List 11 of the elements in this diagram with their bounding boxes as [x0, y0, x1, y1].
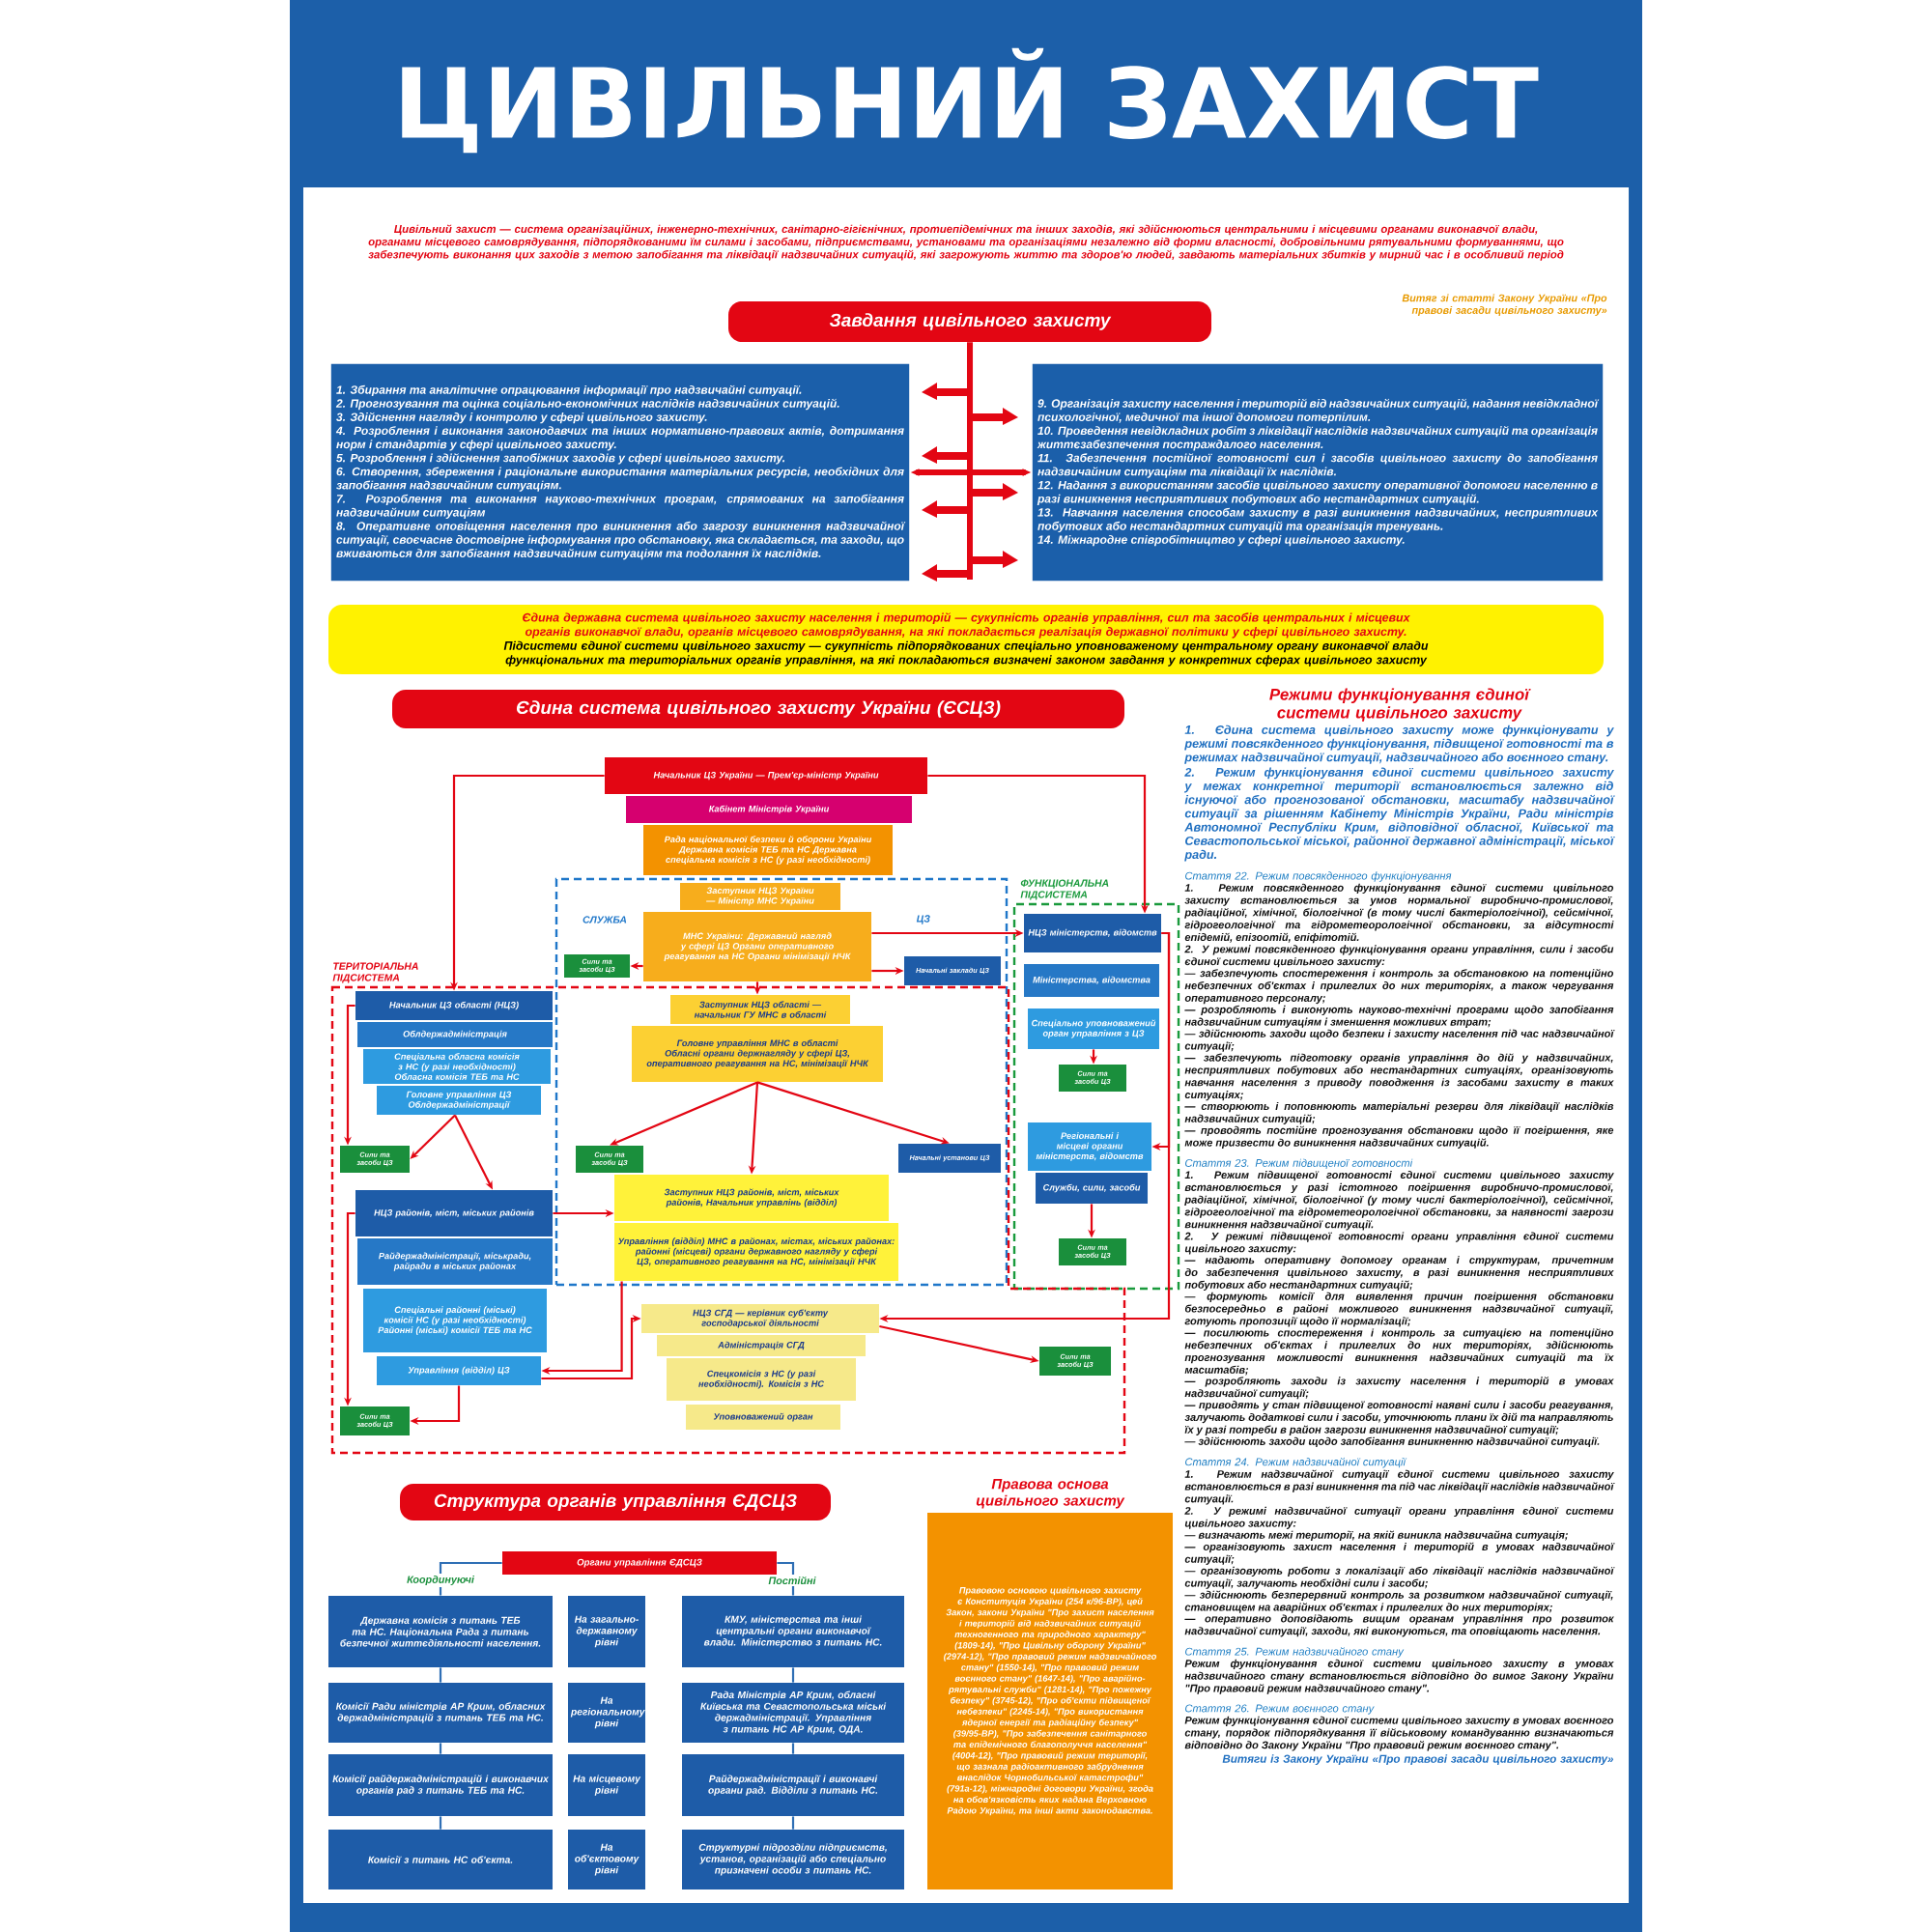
connector: [791, 1667, 795, 1683]
connector: [439, 1561, 502, 1596]
connector: [439, 1816, 442, 1830]
heading-banner: Єдина система цивільного захисту України (ЄСЦЗ): [392, 690, 1124, 728]
connector: [439, 1743, 442, 1754]
poster-title: ЦИВІЛЬНИЙ ЗАХИСТ: [402, 47, 1539, 154]
connector: [791, 1743, 795, 1754]
connector: [791, 1816, 795, 1830]
heading-banner: Завдання цивільного захисту: [728, 301, 1211, 342]
heading-banner: Структура органів управління ЄДСЦЗ: [400, 1484, 831, 1520]
connector: [439, 1667, 442, 1683]
